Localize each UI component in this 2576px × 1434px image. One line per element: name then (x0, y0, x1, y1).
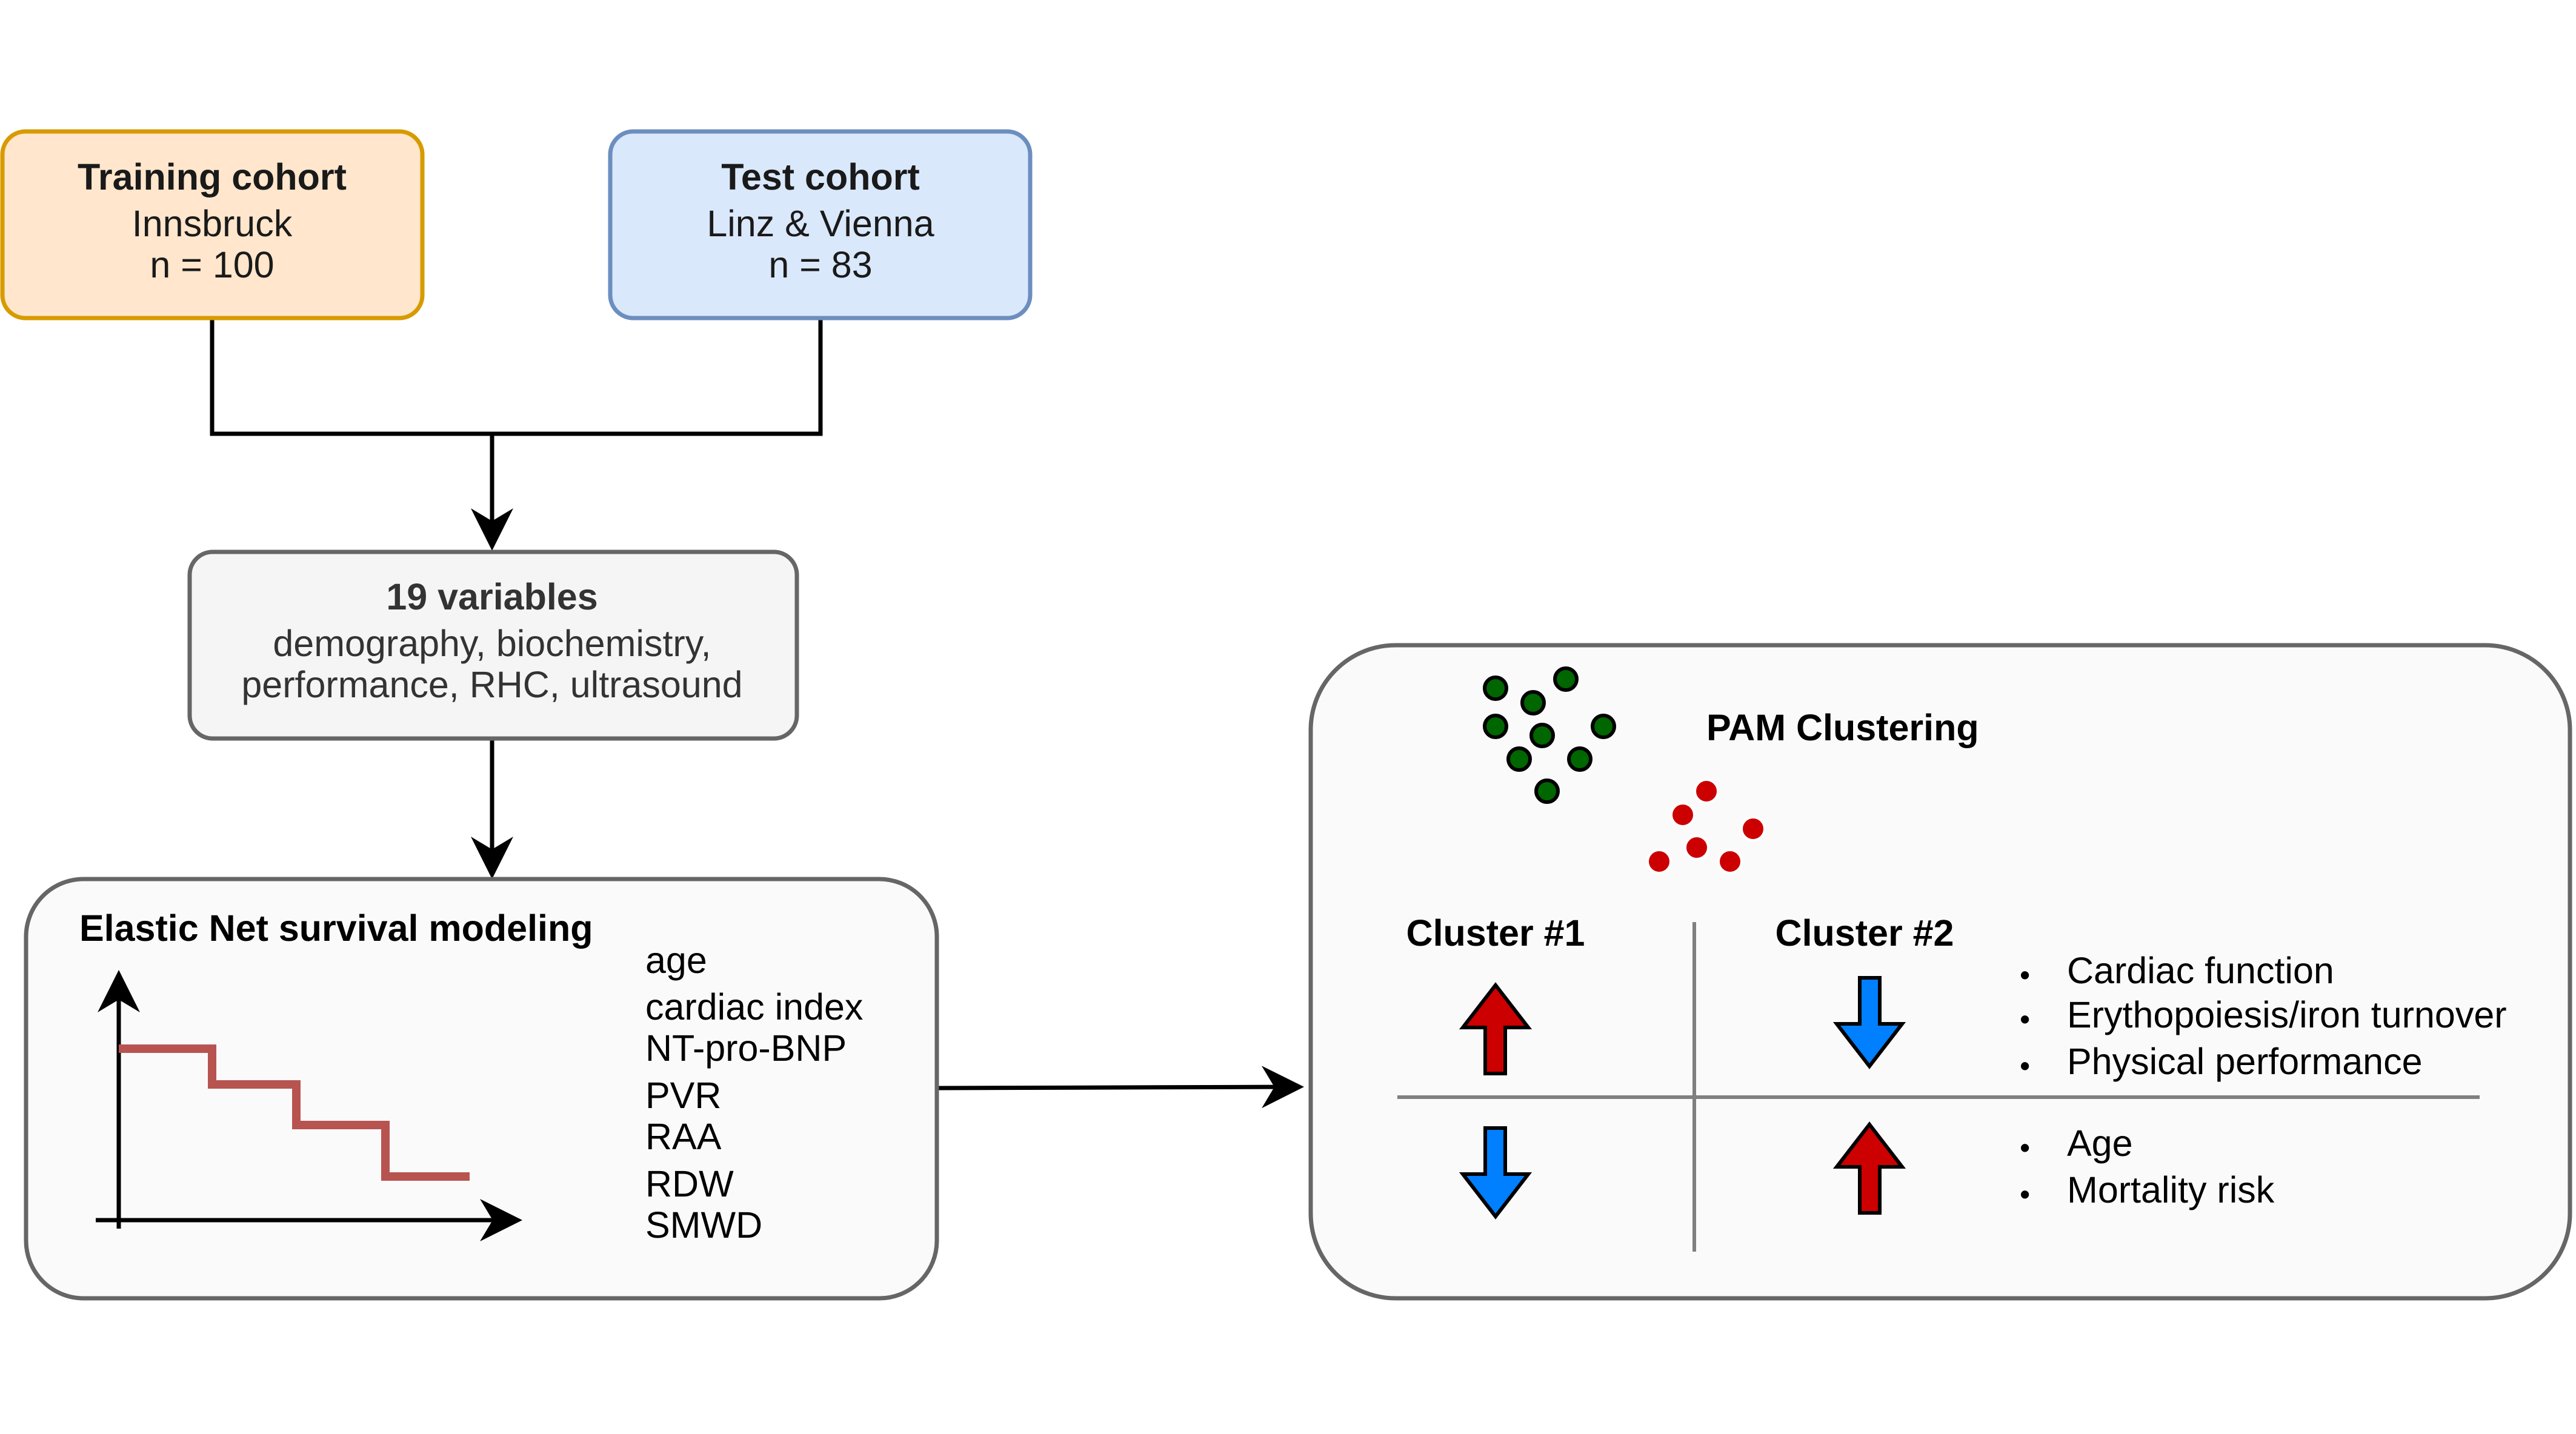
bullet-glyph: • (2020, 1050, 2030, 1083)
variables-box: 19 variables demography, biochemistry, p… (187, 549, 799, 741)
training-cohort-count: n = 100 (150, 244, 274, 285)
up-arrow-icon (1459, 982, 1533, 1075)
feature-item: Cardiac function (2067, 950, 2334, 991)
cluster-dot (1483, 676, 1508, 701)
selected-variable: age (645, 940, 707, 981)
cluster-dot (1684, 835, 1709, 860)
cluster-2-label: Cluster #2 (1776, 912, 1954, 954)
cluster-dot (1646, 849, 1672, 874)
bullet-glyph: • (2020, 1178, 2030, 1211)
selected-variable: RDW (645, 1163, 734, 1204)
test-cohort-title: Test cohort (721, 156, 920, 198)
cluster-dot (1694, 778, 1719, 804)
bullet-glyph: • (2020, 1003, 2030, 1036)
selected-variable: NT-pro-BNP (645, 1027, 847, 1069)
cluster-dot (1506, 746, 1532, 772)
cluster-dot (1567, 746, 1593, 772)
training-cohort-box: Training cohort Innsbruck n = 100 (0, 129, 425, 320)
cluster-dot (1534, 778, 1560, 804)
elastic-net-title: Elastic Net survival modeling (79, 908, 593, 949)
red-cluster-dots (1646, 778, 1766, 874)
cluster-dot (1529, 723, 1555, 748)
elastic-to-pam-arrow (937, 1066, 1304, 1109)
variables-title: 19 variables (386, 576, 597, 617)
feature-item: Erythopoiesis/iron turnover (2067, 994, 2507, 1035)
green-cluster-dots (1483, 666, 1616, 804)
connectors (210, 318, 1304, 1109)
survival-step-curve (119, 1044, 470, 1181)
bullet-glyph: • (2020, 1132, 2030, 1164)
cluster-dot (1483, 714, 1508, 739)
test-cohort-box: Test cohort Linz & Vienna n = 83 (608, 129, 1033, 320)
cluster-feature-list-upper: • Cardiac function • Erythopoiesis/iron … (2020, 950, 2507, 1083)
selected-variable: SMWD (645, 1204, 762, 1246)
test-cohort-location: Linz & Vienna (707, 203, 934, 244)
cluster-dot (1591, 714, 1616, 739)
pam-clustering-title: PAM Clustering (1706, 707, 1979, 748)
variables-line2: performance, RHC, ultrasound (241, 664, 742, 705)
variables-line1: demography, biochemistry, (273, 623, 711, 664)
test-cohort-count: n = 83 (768, 244, 872, 285)
feature-item: Age (2067, 1123, 2133, 1164)
cluster-dot (1670, 802, 1696, 828)
cluster-dot (1520, 690, 1546, 715)
selected-variables-list: age cardiac index NT-pro-BNP PVR RAA RDW… (645, 940, 863, 1246)
cluster-dot (1553, 666, 1579, 692)
training-to-merge-line (210, 318, 492, 436)
test-to-merge-line (492, 318, 823, 436)
selected-variable: cardiac index (645, 986, 863, 1027)
pam-clustering-panel: PAM Clustering Cluster #1 Cluster #2 • C… (1308, 643, 2572, 1301)
cluster-dot (1717, 849, 1743, 874)
up-arrow-icon (1832, 1121, 1906, 1215)
selected-variable: RAA (645, 1116, 722, 1157)
down-arrow-icon (1459, 1126, 1533, 1220)
training-cohort-location: Innsbruck (132, 203, 293, 244)
down-arrow-icon (1832, 976, 1906, 1069)
cluster-1-label: Cluster #1 (1406, 912, 1585, 954)
bullet-glyph: • (2020, 959, 2030, 992)
feature-item: Physical performance (2067, 1041, 2423, 1082)
elastic-net-panel: Elastic Net survival modeling age cardia… (24, 877, 939, 1301)
selected-variable: PVR (645, 1075, 721, 1116)
training-cohort-title: Training cohort (78, 156, 347, 198)
feature-item: Mortality risk (2067, 1169, 2275, 1210)
cluster-dot (1740, 816, 1766, 841)
cluster-feature-list-lower: • Age • Mortality risk (2020, 1123, 2275, 1211)
